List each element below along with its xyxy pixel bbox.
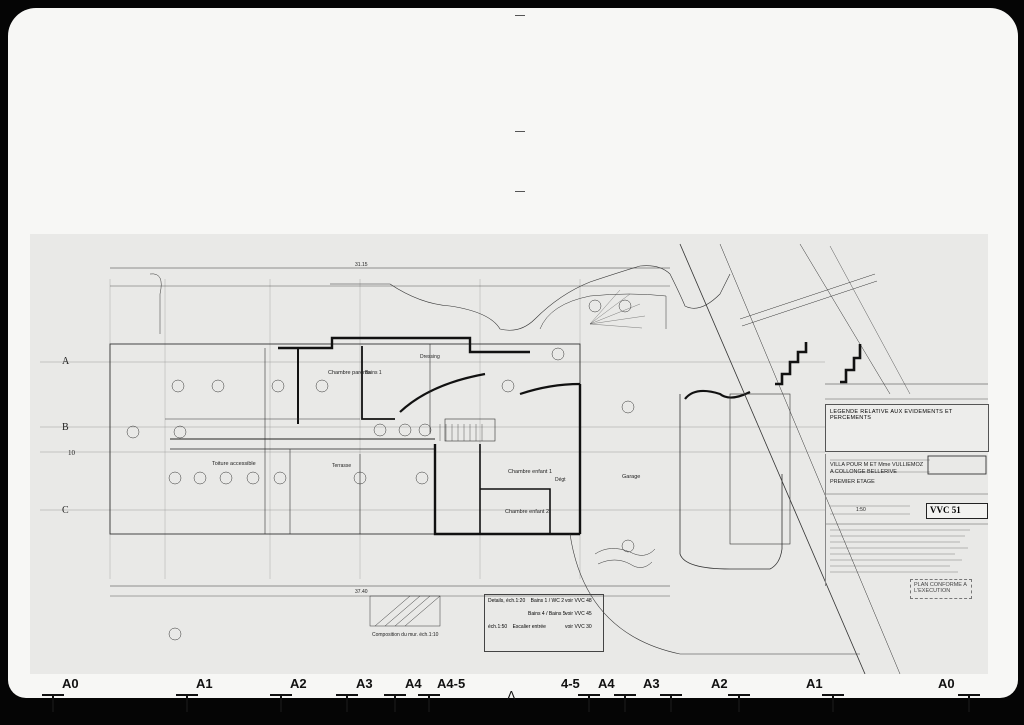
title-block: VILLA POUR M ET Mme VULLIEMOZ A COLLONGE… (825, 454, 988, 586)
center-tick-top (515, 15, 525, 16)
details-row-1: Details, éch.1:20 Bains 1 / WC 2 voir VV… (488, 598, 600, 605)
floor-plan: A B 10 C 31.15 37.40 Chambre parents Dre… (30, 234, 989, 674)
axis-label-b: B (62, 422, 69, 433)
center-tick-mid (515, 191, 525, 192)
tick-4-5-stem (588, 694, 590, 712)
axis-label-10: 10 (68, 449, 75, 457)
bottom-label-a0-right: A0 (938, 676, 955, 691)
details-ref-2: voir VVC 45 (565, 611, 592, 617)
tick-a2-right-stem (738, 694, 740, 712)
room-toiture-accessible: Toiture accessible (212, 461, 256, 467)
details-ref-3: voir VVC 30 (565, 624, 592, 630)
room-chambre-enfant-1: Chambre enfant 1 (508, 469, 553, 475)
room-garage: Garage (622, 474, 641, 480)
execution-stamp: PLAN CONFORME A L'EXECUTION (910, 579, 972, 599)
center-tick-upper (515, 131, 525, 132)
bottom-label-a3-right: A3 (643, 676, 660, 691)
tick-a4-left-stem (394, 694, 396, 712)
dimension-overall-top: 31.15 (355, 262, 368, 268)
room-chambre-parents: Chambre parents (328, 370, 371, 376)
axis-label-a: A (62, 356, 70, 367)
dimension-overall-bottom: 37.40 (355, 589, 368, 595)
floor-plan-drawing (40, 243, 988, 674)
drawing-scale: 1:50 (856, 507, 866, 513)
bottom-label-a1-left: A1 (196, 676, 213, 691)
room-dressing: Dressing (420, 354, 440, 360)
tick-a1-left-stem (186, 694, 188, 712)
details-items-2: Bains 4 / Bains 5 (528, 611, 566, 617)
room-chambre-enfant-2: Chambre enfant 2 (505, 509, 550, 515)
tick-a3-right-stem (670, 694, 672, 712)
bottom-label-4-5: 4-5 (561, 676, 580, 691)
tick-a2-left-stem (280, 694, 282, 712)
bottom-label-a2-right: A2 (711, 676, 728, 691)
details-scale-3: éch.1:50 (488, 624, 508, 630)
legend-box: LEGENDE RELATIVE AUX EVIDEMENTS ET PERCE… (825, 404, 989, 452)
details-row-3: éch.1:50 Escalier entrée voir VVC 30 (488, 624, 600, 631)
stamp-line-2: L'EXECUTION (914, 588, 951, 594)
bottom-label-center: Λ (507, 688, 516, 703)
tick-a4-right-stem (624, 694, 626, 712)
room-degt: Dégt (555, 477, 566, 483)
project-location: A COLLONGE BELLERIVE (830, 469, 897, 475)
room-bains-1: Bains 1 (365, 370, 382, 376)
details-reference-box: Details, éch.1:20 Bains 1 / WC 2 voir VV… (484, 594, 604, 652)
bottom-label-a1-right: A1 (806, 676, 823, 691)
tick-a0-right-stem (968, 694, 970, 712)
bottom-label-a3-left: A3 (356, 676, 373, 691)
sheet-code: VVC 51 (930, 505, 961, 515)
details-scale-1: Details, éch.1:20 (488, 598, 526, 604)
sheet-code-box: VVC 51 (926, 503, 988, 519)
room-terrasse: Terrasse (332, 463, 352, 469)
tick-a4-5-stem (428, 694, 430, 712)
details-row-2: Bains 4 / Bains 5 voir VVC 45 (488, 611, 600, 618)
tick-a3-left-stem (346, 694, 348, 712)
bottom-label-a4-5: A4-5 (437, 676, 466, 691)
axis-label-c: C (62, 505, 69, 516)
tick-a0-left-stem (52, 694, 54, 712)
floor-name: PREMIER ETAGE (830, 479, 875, 485)
details-items-1: Bains 1 / WC 2 (530, 598, 564, 604)
details-ref-1: voir VVC 48 (565, 598, 592, 604)
bottom-label-a4-left: A4 (405, 676, 422, 691)
bottom-label-a0-left: A0 (62, 676, 79, 691)
details-items-3: Escalier entrée (512, 624, 546, 630)
project-title: VILLA POUR M ET Mme VULLIEMOZ (830, 462, 924, 468)
bottom-label-a4-right: A4 (598, 676, 615, 691)
bottom-label-a2-left: A2 (290, 676, 307, 691)
wall-composition-label: Composition du mur. éch.1:10 (372, 632, 439, 638)
tick-a1-right-stem (832, 694, 834, 712)
legend-title: LEGENDE RELATIVE AUX EVIDEMENTS ET PERCE… (830, 409, 953, 421)
stamp-line-1: PLAN CONFORME A (914, 582, 967, 588)
